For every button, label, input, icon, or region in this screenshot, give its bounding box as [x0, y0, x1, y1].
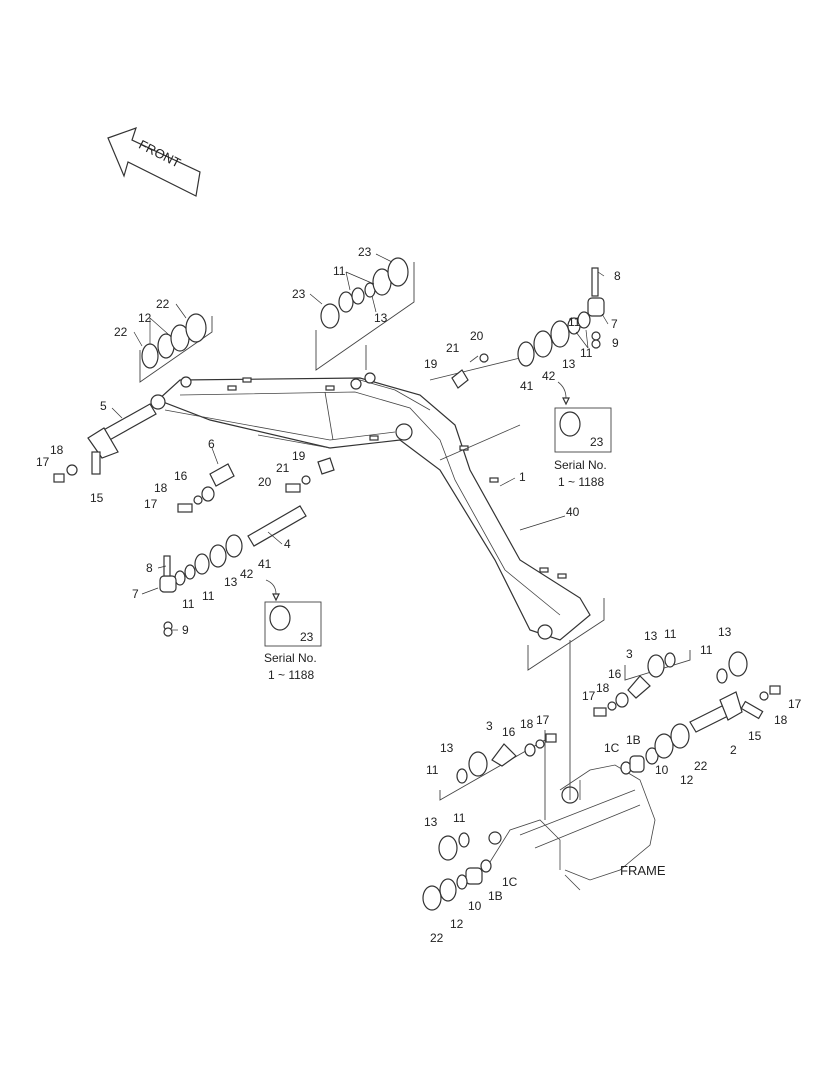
- callout: 13: [424, 815, 438, 829]
- callout: 13: [440, 741, 454, 755]
- boom: [150, 372, 591, 641]
- callout: 17: [788, 697, 802, 711]
- callout: 19: [292, 449, 306, 463]
- pin-2-assembly: [689, 651, 781, 733]
- callout: 7: [611, 317, 618, 331]
- callout: 16: [502, 725, 516, 739]
- callout: 9: [612, 336, 619, 350]
- callout: 11: [182, 597, 195, 611]
- callout: 15: [90, 491, 104, 505]
- callout: 17: [36, 455, 50, 469]
- callout: 17: [582, 689, 596, 703]
- callout: 8: [146, 561, 153, 575]
- callout: 1C: [604, 741, 620, 755]
- serial-box-b-range: 1 ~ 1188: [268, 668, 314, 682]
- callout: 10: [468, 899, 482, 913]
- callout: 20: [258, 475, 272, 489]
- callout: 17: [536, 713, 550, 727]
- callout: 41: [520, 379, 534, 393]
- callout: 1: [519, 470, 526, 484]
- callout: 16: [174, 469, 188, 483]
- callout: 13: [718, 625, 732, 639]
- washer-group-12-22: [141, 313, 207, 369]
- callout: 12: [450, 917, 464, 931]
- callout: 11: [426, 763, 439, 777]
- callout: 15: [748, 729, 762, 743]
- callout: 22: [114, 325, 128, 339]
- bushing-group-right: [620, 723, 690, 775]
- pin-3-assembly-upper: [593, 652, 676, 717]
- callout: 21: [276, 461, 290, 475]
- frame-label: FRAME: [620, 863, 666, 878]
- callout: 23: [358, 245, 372, 259]
- serial-box-a-range: 1 ~ 1188: [558, 475, 604, 489]
- callout: 16: [608, 667, 622, 681]
- callout: 22: [430, 931, 444, 945]
- callout: 12: [138, 311, 152, 325]
- callouts: 1 2 3 3 4 5 6 7 7 8 8 9 9 10 10 11 11 11…: [36, 245, 802, 945]
- serial-box-b-title: Serial No.: [264, 651, 317, 665]
- callout: 19: [424, 357, 438, 371]
- callout: 40: [566, 505, 580, 519]
- callout: 22: [694, 759, 708, 773]
- callout: 41: [258, 557, 272, 571]
- serial-box-a-title: Serial No.: [554, 458, 607, 472]
- callout: 10: [655, 763, 669, 777]
- callout: 3: [486, 719, 493, 733]
- callout: 3: [626, 647, 633, 661]
- callout: 11: [580, 346, 593, 360]
- callout: 11: [700, 643, 713, 657]
- callout: 11: [202, 589, 215, 603]
- callout: 13: [224, 575, 238, 589]
- callout: 1C: [502, 875, 518, 889]
- callout: 18: [596, 681, 610, 695]
- callout: 11: [333, 264, 346, 278]
- callout: 11: [453, 811, 466, 825]
- callout: 2: [730, 743, 737, 757]
- bolt-20-21-19: [285, 457, 335, 493]
- callout: 13: [562, 357, 576, 371]
- callout: 17: [144, 497, 158, 511]
- callout: 42: [240, 567, 254, 581]
- callout: 21: [446, 341, 460, 355]
- callout: 23: [292, 287, 306, 301]
- washer-group-right-top: [451, 267, 605, 389]
- frame: FRAME: [484, 764, 666, 891]
- callout: 11: [568, 315, 581, 329]
- leader-boxes: [139, 262, 691, 820]
- bushing-group-left: [422, 832, 492, 911]
- callout: 18: [154, 481, 168, 495]
- front-arrow: FRONT: [107, 127, 201, 197]
- callout: 20: [470, 329, 484, 343]
- callout: 1B: [626, 733, 641, 747]
- callout: 8: [614, 269, 621, 283]
- serial-box-b-part: 23: [300, 630, 314, 644]
- callout: 18: [50, 443, 64, 457]
- callout: 11: [664, 627, 677, 641]
- callout: 7: [132, 587, 139, 601]
- pin-5-assembly: [53, 403, 157, 483]
- callout: 12: [680, 773, 694, 787]
- callout: 9: [182, 623, 189, 637]
- serial-box-a-part: 23: [590, 435, 604, 449]
- washer-group-11-13-23: [320, 257, 409, 329]
- callout: 4: [284, 537, 291, 551]
- callout: 22: [156, 297, 170, 311]
- pin-3-assembly-lower: [456, 733, 557, 784]
- callout: 18: [520, 717, 534, 731]
- callout: 6: [208, 437, 215, 451]
- pin-6-assembly: [177, 463, 235, 513]
- callout: 13: [374, 311, 388, 325]
- callout: 18: [774, 713, 788, 727]
- callout: 42: [542, 369, 556, 383]
- serial-box-b: 23 Serial No. 1 ~ 1188: [264, 579, 322, 682]
- callout: 1B: [488, 889, 503, 903]
- serial-box-a: 23 Serial No. 1 ~ 1188: [554, 381, 612, 489]
- callout: 13: [644, 629, 658, 643]
- pin-4-assembly: [159, 505, 307, 637]
- callout: 5: [100, 399, 107, 413]
- callout-leaders: [111, 253, 609, 631]
